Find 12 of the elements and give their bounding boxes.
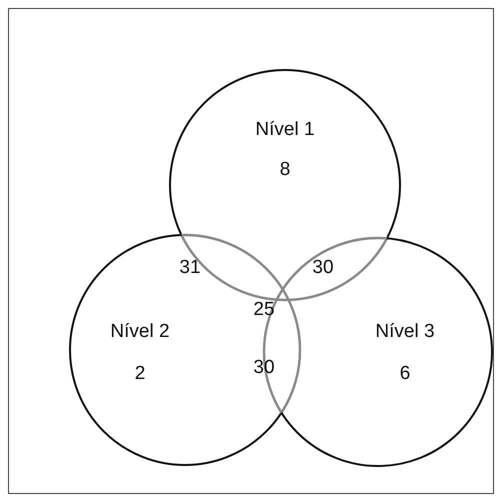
count-value: 8 [280, 159, 290, 181]
overlap-count: 30 [312, 257, 334, 279]
set-name: Nível 2 [110, 321, 170, 343]
set-name: Nível 1 [255, 119, 315, 141]
set-circle [70, 235, 300, 465]
overlap-count: 31 [179, 257, 201, 279]
overlap-count: 30 [253, 357, 275, 379]
set-circle [170, 70, 400, 300]
set-name: Nível 3 [375, 321, 435, 343]
overlap-count: 25 [253, 299, 275, 321]
count-value: 6 [400, 363, 410, 385]
count-value: 2 [134, 363, 146, 385]
